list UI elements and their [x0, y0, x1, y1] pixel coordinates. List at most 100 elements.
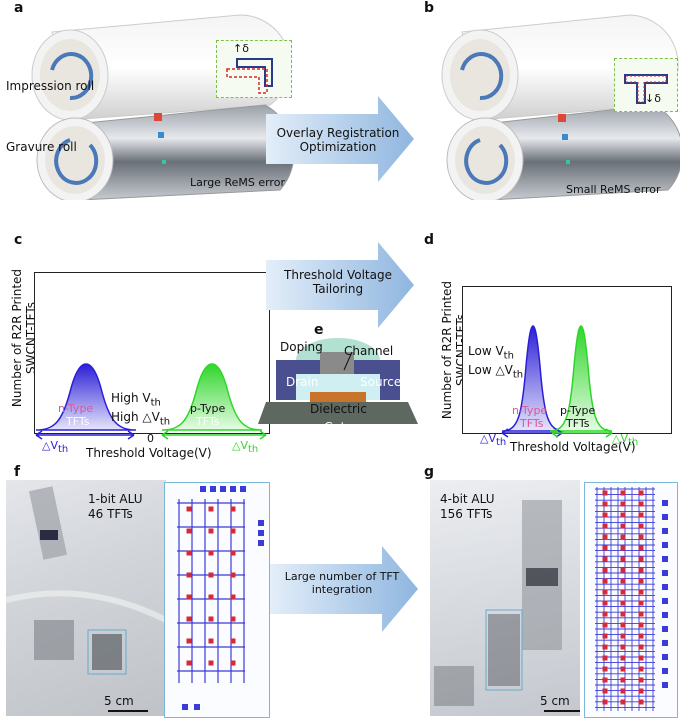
transistor-mark: [602, 501, 608, 507]
transistor-mark: [230, 572, 236, 578]
transistor-mark: [602, 644, 608, 650]
gate-layer: [310, 392, 366, 404]
gate-label: Gate: [324, 420, 353, 434]
transistor-mark: [620, 534, 626, 540]
transistor-mark: [602, 545, 608, 551]
n-type-label-c-line2: TFTs: [66, 415, 90, 428]
transistor-mark: [620, 589, 626, 595]
contact-pad: [662, 682, 668, 688]
transistor-mark: [638, 534, 644, 540]
n-type-label-c-line1: n-Type: [58, 402, 94, 415]
low-dvth-sub: th: [512, 369, 524, 381]
range-arrows-c: [35, 430, 267, 440]
dvth-right-d-text: △V: [612, 432, 628, 445]
contact-pad: [662, 640, 668, 646]
n-type-label-d-line2: TFTs: [520, 417, 544, 430]
transistor-mark: [638, 490, 644, 496]
transistor-mark: [208, 572, 214, 578]
p-type-distribution-c: [161, 363, 263, 431]
distribution-plot-d: [462, 286, 672, 434]
transistor-mark: [620, 699, 626, 705]
arrow-cd-line2: Tailoring: [312, 282, 364, 296]
contact-pad: [662, 626, 668, 632]
transistor-mark: [638, 666, 644, 672]
contact-pad: [258, 530, 264, 536]
arrow-fg-line1: Large number of TFT: [284, 570, 400, 583]
contact-pad: [662, 500, 668, 506]
panel-label-e: e: [314, 322, 324, 338]
transistor-mark: [602, 611, 608, 617]
p-type-label-c-line1: p-Type: [190, 402, 226, 415]
transistor-mark: [638, 699, 644, 705]
transistor-mark: [602, 655, 608, 661]
contact-pad: [662, 514, 668, 520]
transistor-mark: [638, 512, 644, 518]
transistor-mark: [638, 688, 644, 694]
contact-pad: [662, 542, 668, 548]
p-type-label-d-line1: p-Type: [560, 404, 596, 417]
transistor-mark: [638, 523, 644, 529]
contact-pad: [210, 486, 216, 492]
contact-pad: [182, 704, 188, 710]
ylabel-c-line1: Number of R2R Printed: [10, 268, 24, 408]
panel-label-f: f: [14, 464, 21, 480]
transistor-mark: [620, 677, 626, 683]
transistor-mark: [638, 622, 644, 628]
transistor-mark: [186, 506, 192, 512]
contact-pad: [258, 520, 264, 526]
transistor-mark: [230, 528, 236, 534]
transistor-mark: [620, 523, 626, 529]
drain-label: Drain: [286, 375, 319, 389]
arrow-cd-line1: Threshold Voltage: [284, 268, 392, 282]
transistor-mark: [208, 528, 214, 534]
transistor-mark: [602, 666, 608, 672]
dvth-left-c: △Vth: [42, 439, 68, 455]
dvth-left-c-text: △V: [42, 439, 58, 452]
arrow-fg: [270, 546, 418, 632]
transistor-mark: [186, 528, 192, 534]
alu-1bit-layout: [164, 482, 270, 718]
doping-label: Doping: [280, 340, 323, 354]
n-type-distribution-d: [501, 325, 565, 432]
transistor-mark: [620, 633, 626, 639]
transistor-mark: [208, 660, 214, 666]
panel-label-g: g: [424, 464, 435, 480]
p-type-distribution-d: [549, 325, 613, 432]
contact-pad: [662, 528, 668, 534]
contact-pad: [662, 570, 668, 576]
n-type-distribution-c: [35, 363, 137, 431]
xlabel-d: Threshold Voltage(V): [510, 440, 636, 454]
contact-pad: [220, 486, 226, 492]
transistor-mark: [638, 633, 644, 639]
transistor-mark: [602, 512, 608, 518]
transistor-mark: [638, 567, 644, 573]
contact-pad: [662, 584, 668, 590]
transistor-mark: [620, 556, 626, 562]
transistor-mark: [230, 638, 236, 644]
transistor-mark: [208, 594, 214, 600]
alu-1bit-label: 1-bit ALU 46 TFTs: [88, 492, 143, 522]
transistor-mark: [186, 550, 192, 556]
high-dvth-text: High △V: [111, 410, 160, 425]
panel-label-d: d: [424, 232, 435, 248]
arrow-ab-text: Overlay Registration Optimization: [268, 126, 408, 154]
arrow-fg-line2: integration: [311, 583, 373, 596]
transistor-mark: [186, 616, 192, 622]
p-type-label-d-line2: TFTs: [566, 417, 590, 430]
transistor-mark: [602, 578, 608, 584]
zero-label-c: 0: [147, 432, 154, 445]
alu-1bit-photo: [6, 480, 166, 716]
registration-inset-a: ↑δ: [216, 40, 292, 98]
dvth-right-c-sub: th: [247, 444, 259, 456]
transistor-mark: [230, 550, 236, 556]
contact-pad: [240, 486, 246, 492]
substrate-label: Substrate: [310, 437, 369, 451]
transistor-mark: [602, 534, 608, 540]
transistor-mark: [602, 699, 608, 705]
high-vth-sub: th: [150, 397, 161, 409]
channel-label: Channel: [344, 344, 394, 358]
transistor-mark: [638, 611, 644, 617]
